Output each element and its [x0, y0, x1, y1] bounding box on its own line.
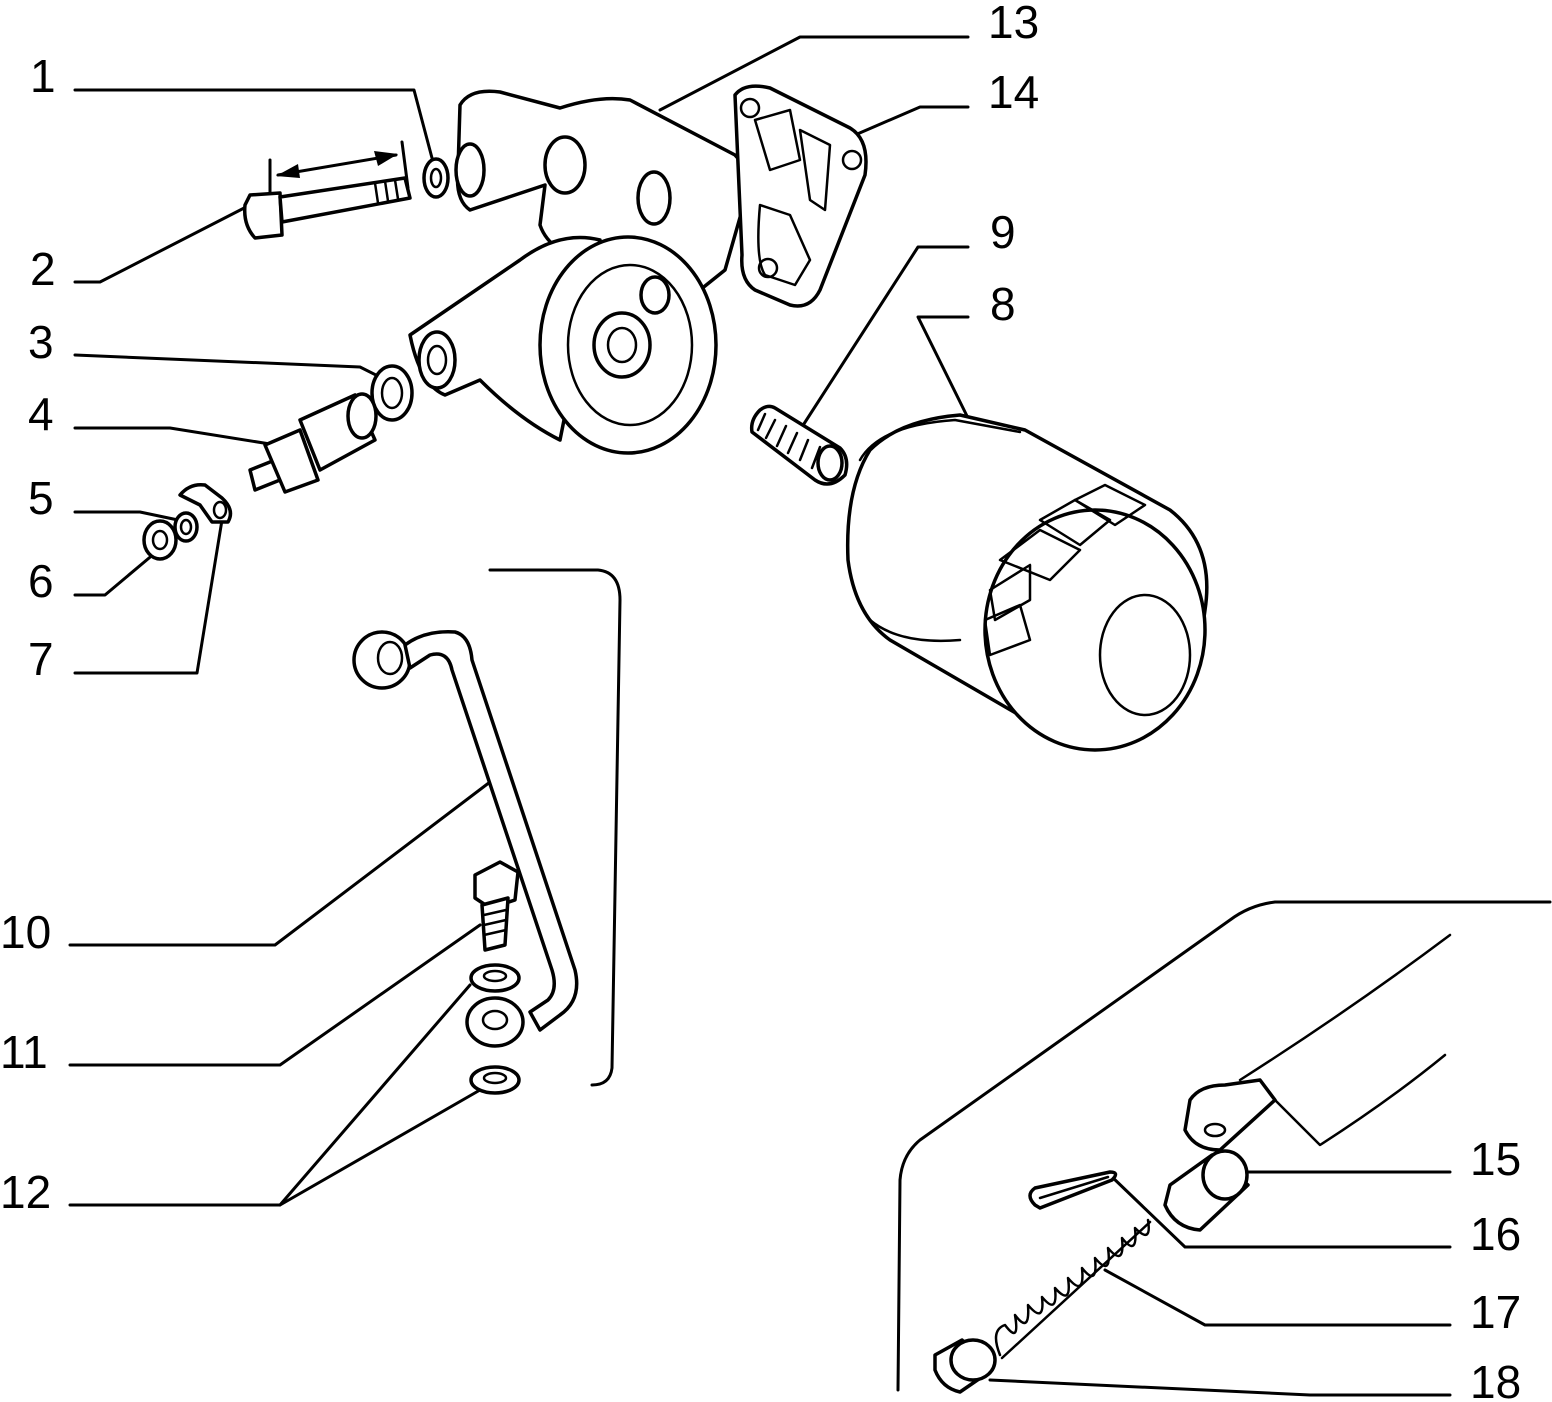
callout-9: 9 — [990, 206, 1016, 258]
callout-15: 15 — [1470, 1133, 1521, 1185]
washer-5 — [173, 511, 199, 543]
relief-valve-detail — [1183, 933, 1452, 1152]
callout-14: 14 — [988, 66, 1039, 118]
oil-pipe-10 — [352, 630, 579, 1048]
sealing-ring-3 — [370, 364, 414, 422]
terminal-clip-7 — [178, 482, 233, 524]
leader-6 — [73, 551, 157, 597]
washer-1 — [422, 157, 450, 199]
callout-2: 2 — [30, 243, 56, 295]
oil-filter-8 — [845, 413, 1209, 752]
filter-housing — [408, 89, 748, 455]
leader-3 — [73, 353, 384, 380]
dimension-arrowhead-right — [374, 151, 398, 166]
housing-gasket — [733, 84, 868, 308]
valve-plunger-18 — [933, 1338, 997, 1394]
callout-16: 16 — [1470, 1208, 1521, 1260]
detail-boundary — [896, 900, 1552, 1392]
callout-5: 5 — [28, 472, 54, 524]
leader-5 — [73, 510, 180, 522]
leader-12b — [278, 1088, 482, 1207]
leader-7 — [73, 518, 224, 675]
valve-sleeve-15 — [1163, 1149, 1250, 1232]
callout-6: 6 — [28, 555, 54, 607]
callout-18: 18 — [1470, 1356, 1521, 1402]
leader-13 — [658, 35, 970, 112]
callout-13: 13 — [988, 0, 1039, 48]
valve-spring-17 — [994, 1218, 1152, 1360]
threaded-stud-9 — [749, 404, 849, 486]
leader-11 — [68, 923, 482, 1067]
split-pin-16 — [1028, 1170, 1118, 1210]
leader-18 — [988, 1378, 1452, 1397]
leader-12a — [68, 983, 472, 1207]
leader-14 — [853, 105, 970, 137]
callout-17: 17 — [1470, 1286, 1521, 1338]
leader-1 — [73, 88, 434, 160]
nut-6 — [142, 519, 178, 561]
dimension-arrowhead-left — [276, 164, 300, 178]
banjo-bolt-11 — [473, 860, 520, 952]
bolt-2 — [242, 176, 412, 240]
washer-12-upper — [469, 963, 521, 993]
callout-8: 8 — [990, 278, 1016, 330]
washer-12-lower — [469, 1065, 521, 1095]
callout-10: 10 — [0, 906, 51, 958]
pipe-group-bracket — [488, 568, 622, 1087]
leader-10 — [68, 780, 492, 947]
callout-11: 11 — [0, 1026, 48, 1078]
leader-9 — [798, 245, 970, 432]
callout-3: 3 — [28, 316, 54, 368]
oil-pressure-sender-4 — [248, 392, 378, 494]
leader-17 — [1103, 1268, 1452, 1327]
callout-1: 1 — [30, 50, 56, 102]
leader-16 — [1108, 1173, 1452, 1249]
callout-7: 7 — [28, 633, 54, 685]
callout-12: 12 — [0, 1166, 51, 1218]
leader-8 — [916, 315, 970, 420]
leader-4 — [73, 426, 272, 446]
callout-4: 4 — [28, 388, 54, 440]
leader-2 — [73, 203, 252, 284]
